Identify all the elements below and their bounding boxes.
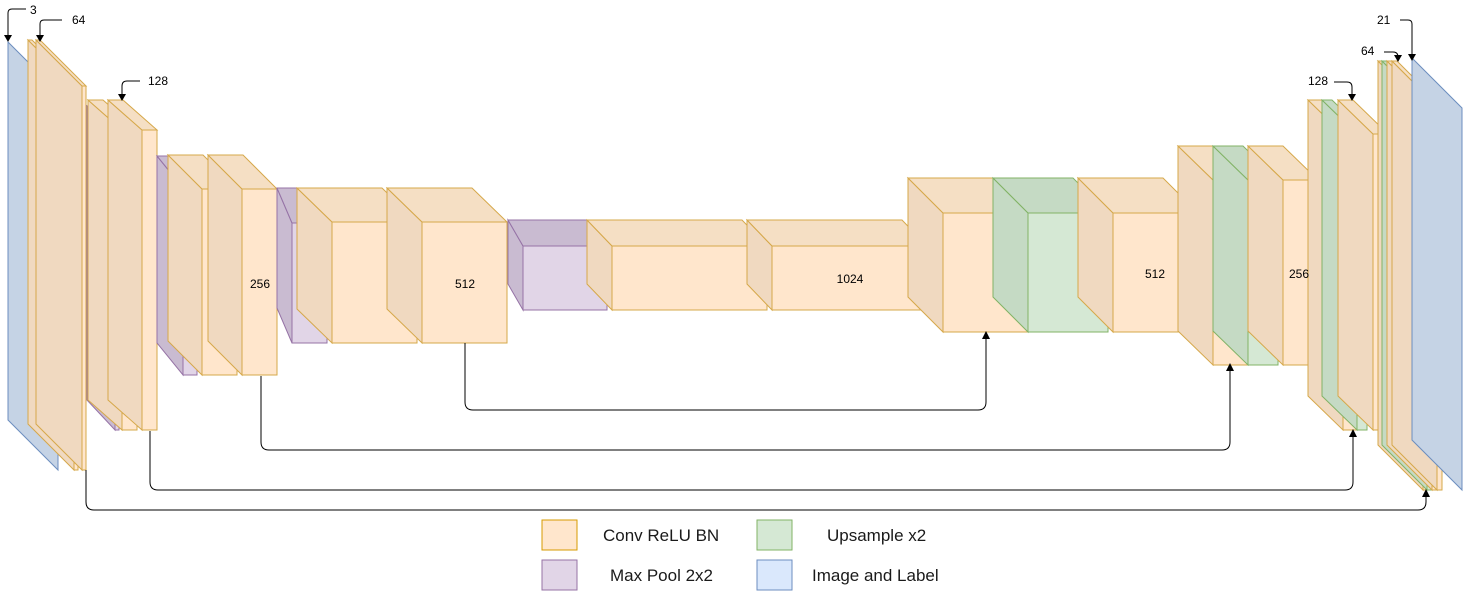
legend-label-image: Image and Label: [812, 566, 939, 585]
legend-swatch-maxpool: [541, 559, 578, 591]
legend-label-upsample: Upsample x2: [827, 526, 926, 545]
conv-block-side: [107, 98, 143, 432]
conv-block-side: [1177, 144, 1214, 367]
arrowhead-icon: [1422, 489, 1430, 497]
arrowhead-icon: [982, 331, 990, 339]
conv-block-side: [1247, 144, 1284, 367]
skip-connection-256: [260, 370, 1231, 451]
conv-block: [421, 221, 508, 344]
legend-swatch-conv: [541, 519, 578, 551]
legend-swatch-upsample: [756, 519, 793, 551]
arrowhead-icon: [1349, 429, 1357, 437]
channel-label-21: 21: [1377, 13, 1391, 27]
channel-label-64: 64: [72, 13, 86, 27]
channel-label-256: 256: [250, 277, 270, 291]
channel-label-dec-128: 128: [1308, 74, 1328, 88]
channel-label-dec-512: 512: [1145, 267, 1165, 281]
layer-blocks: [7, 38, 1463, 492]
channel-label-1024: 1024: [837, 272, 864, 286]
maxpool-block: [522, 245, 608, 311]
skip-connection-512: [464, 338, 987, 411]
channel-label-3: 3: [30, 3, 37, 17]
conv-block-top: [585, 219, 769, 247]
skip-connections: [85, 338, 1427, 511]
conv-block: [241, 188, 278, 376]
skip-connection-64: [85, 470, 1427, 511]
upsample-block-side: [1212, 144, 1249, 367]
conv-block: [611, 245, 768, 311]
legend: Conv ReLU BN Upsample x2 Max Pool 2x2 Im…: [541, 519, 939, 591]
channel-callouts: [7, 8, 1413, 95]
conv-block-top: [745, 219, 929, 247]
legend-label-conv: Conv ReLU BN: [603, 526, 719, 545]
conv-block: [81, 85, 87, 471]
conv-block-side: [207, 153, 243, 377]
arrowheads: [982, 331, 1430, 497]
legend-label-maxpool: Max Pool 2x2: [610, 566, 713, 585]
channel-label-dec-64: 64: [1361, 44, 1375, 58]
channel-callout-arrowheads: [4, 35, 1416, 101]
conv-block-side: [1337, 98, 1374, 432]
skip-connection-128: [149, 431, 1354, 491]
conv-block: [141, 129, 158, 431]
conv-block-side: [35, 38, 83, 472]
channel-label-128: 128: [148, 74, 168, 88]
output-label-block: [1411, 56, 1463, 492]
channel-label-512: 512: [455, 277, 475, 291]
conv-block-side: [167, 153, 203, 377]
channel-label-dec-256: 256: [1289, 267, 1309, 281]
legend-swatch-image: [756, 559, 793, 591]
arrowhead-icon: [1226, 363, 1234, 371]
